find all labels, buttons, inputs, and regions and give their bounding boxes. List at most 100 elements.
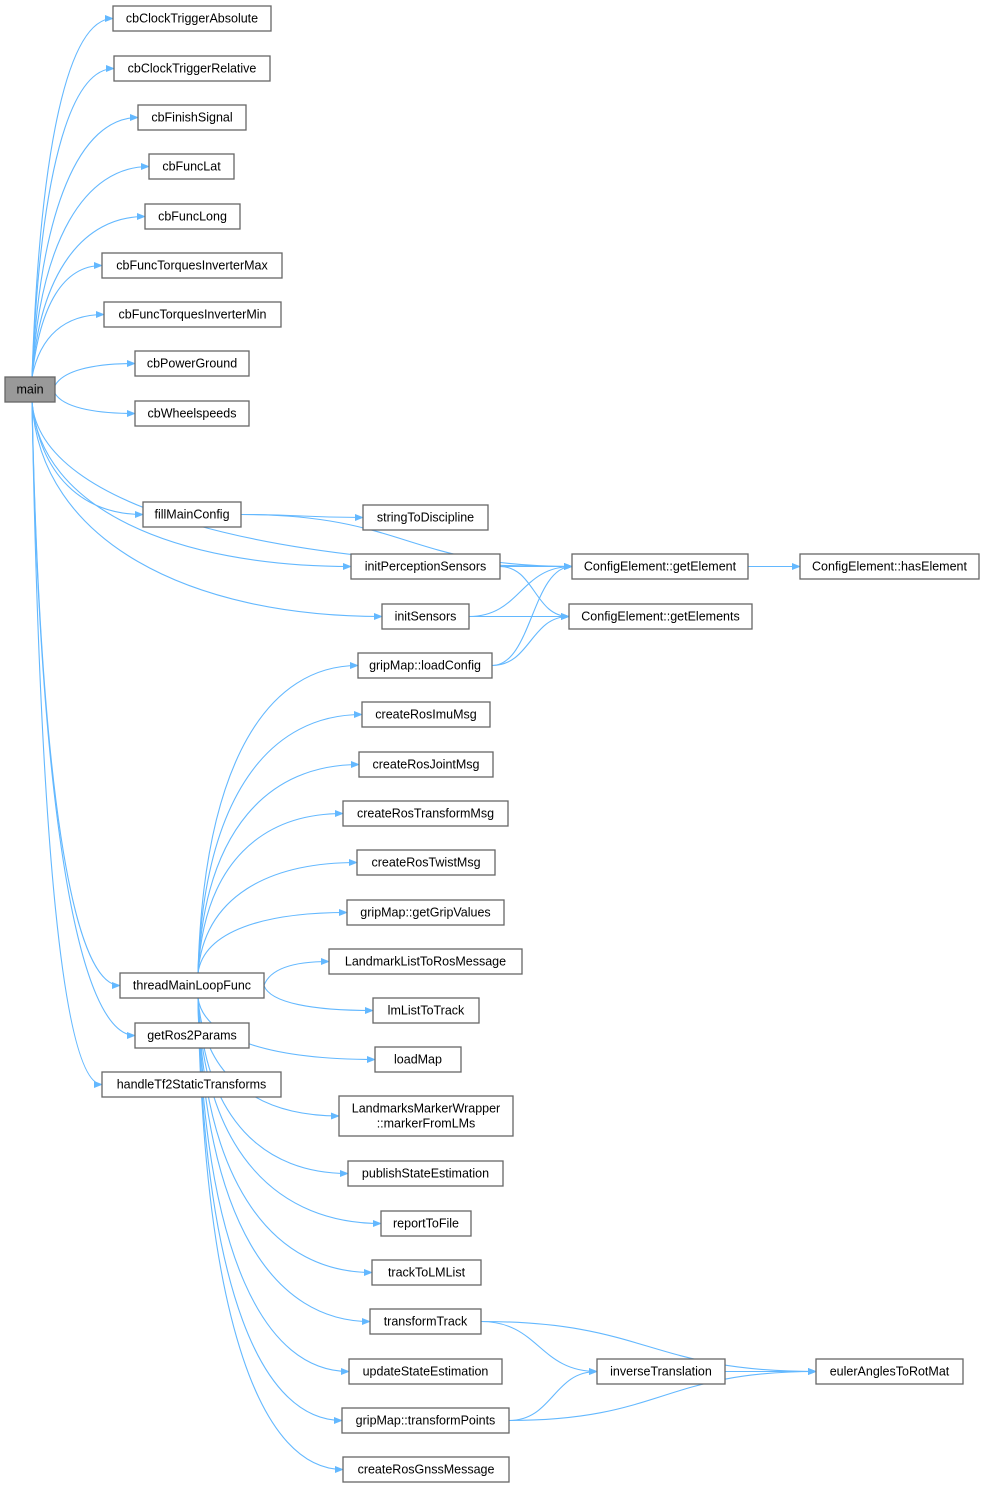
- node-label: cbClockTriggerAbsolute: [126, 12, 258, 26]
- node-createRosImuMsg[interactable]: createRosImuMsg: [361, 701, 491, 728]
- node-initPerceptionSensors[interactable]: initPerceptionSensors: [350, 553, 501, 580]
- node-label: fillMainConfig: [154, 508, 229, 522]
- edge-threadMainLoopFunc-to-loadConfig: [197, 661, 359, 974]
- edge-main-to-cbClockTriggerAbsolute: [31, 14, 114, 378]
- node-label: lmListToTrack: [388, 1004, 465, 1018]
- node-box: [103, 301, 282, 328]
- node-label: getRos2Params: [147, 1029, 237, 1043]
- node-label: cbFuncLat: [162, 160, 221, 174]
- node-transformPoints[interactable]: gripMap::transformPoints: [341, 1407, 510, 1434]
- node-box: [347, 1160, 504, 1187]
- node-reportToFile[interactable]: reportToFile: [380, 1210, 472, 1237]
- node-hasElement[interactable]: ConfigElement::hasElement: [799, 553, 980, 580]
- edge-threadMainLoopFunc-to-loadMap: [197, 997, 376, 1064]
- node-eulerAnglesToRotMat[interactable]: eulerAnglesToRotMat: [815, 1358, 964, 1385]
- node-getElements[interactable]: ConfigElement::getElements: [568, 603, 753, 630]
- edge-threadMainLoopFunc-to-trackToLMList: [197, 997, 373, 1277]
- edge-fillMainConfig-to-getElement: [240, 513, 573, 571]
- edge-main-to-cbFuncTorquesInverterMax: [31, 261, 103, 378]
- node-label: loadMap: [394, 1053, 442, 1067]
- node-cbFinishSignal[interactable]: cbFinishSignal: [137, 104, 247, 131]
- node-loadConfig[interactable]: gripMap::loadConfig: [357, 652, 493, 679]
- node-main[interactable]: main: [4, 376, 56, 403]
- node-updateStateEstimation[interactable]: updateStateEstimation: [348, 1358, 503, 1385]
- node-initSensors[interactable]: initSensors: [381, 603, 470, 630]
- node-markerFromLMs[interactable]: LandmarksMarkerWrapper::markerFromLMs: [338, 1095, 514, 1137]
- node-box: [357, 652, 493, 679]
- node-box: [112, 5, 272, 32]
- node-label: LandmarksMarkerWrapper: [352, 1102, 500, 1116]
- node-stringToDiscipline[interactable]: stringToDiscipline: [362, 504, 489, 531]
- node-label: createRosImuMsg: [375, 708, 476, 722]
- edge-threadMainLoopFunc-to-createRosImuMsg: [197, 710, 363, 974]
- node-cbPowerGround[interactable]: cbPowerGround: [134, 350, 250, 377]
- node-box: [148, 153, 235, 180]
- node-label: trackToLMList: [388, 1266, 466, 1280]
- node-label: cbFuncTorquesInverterMax: [116, 259, 268, 273]
- node-cbFuncTorquesInverterMax[interactable]: cbFuncTorquesInverterMax: [101, 252, 283, 279]
- node-loadMap[interactable]: loadMap: [374, 1046, 462, 1073]
- node-cbClockTriggerAbsolute[interactable]: cbClockTriggerAbsolute: [112, 5, 272, 32]
- node-inverseTranslation[interactable]: inverseTranslation: [596, 1358, 726, 1385]
- node-getGripValues[interactable]: gripMap::getGripValues: [346, 899, 505, 926]
- edge-main-to-cbFuncTorquesInverterMin: [31, 310, 105, 378]
- node-label: createRosGnssMessage: [358, 1463, 495, 1477]
- node-createRosGnssMessage[interactable]: createRosGnssMessage: [342, 1456, 510, 1483]
- node-lmListToTrack[interactable]: lmListToTrack: [372, 997, 480, 1024]
- node-cbFuncTorquesInverterMin[interactable]: cbFuncTorquesInverterMin: [103, 301, 282, 328]
- node-cbWheelspeeds[interactable]: cbWheelspeeds: [134, 400, 250, 427]
- node-createRosJointMsg[interactable]: createRosJointMsg: [358, 751, 494, 778]
- node-createRosTwistMsg[interactable]: createRosTwistMsg: [356, 849, 496, 876]
- edge-transformPoints-to-eulerAnglesToRotMat: [508, 1367, 817, 1422]
- node-box: [137, 104, 247, 131]
- node-label: gripMap::getGripValues: [360, 906, 490, 920]
- node-getElement[interactable]: ConfigElement::getElement: [571, 553, 749, 580]
- node-label: cbPowerGround: [147, 357, 237, 371]
- node-box: [369, 1308, 482, 1335]
- edge-threadMainLoopFunc-to-lmListToTrack: [263, 985, 374, 1015]
- node-box: [362, 504, 489, 531]
- node-publishStateEstimation[interactable]: publishStateEstimation: [347, 1160, 504, 1187]
- node-label: cbFuncLong: [158, 210, 227, 224]
- edge-main-to-fillMainConfig: [31, 401, 144, 519]
- node-label: publishStateEstimation: [362, 1167, 489, 1181]
- node-cbFuncLat[interactable]: cbFuncLat: [148, 153, 235, 180]
- node-createRosTransformMsg[interactable]: createRosTransformMsg: [342, 800, 509, 827]
- node-box: [113, 55, 271, 82]
- node-box: [358, 751, 494, 778]
- node-handleTf2StaticTransforms[interactable]: handleTf2StaticTransforms: [101, 1071, 282, 1098]
- node-label: reportToFile: [393, 1217, 459, 1231]
- edge-threadMainLoopFunc-to-updateStateEstimation: [197, 997, 350, 1376]
- node-transformTrack[interactable]: transformTrack: [369, 1308, 482, 1335]
- node-box: [328, 948, 523, 975]
- node-label: cbFinishSignal: [151, 111, 232, 125]
- edge-main-to-cbFuncLat: [31, 162, 150, 378]
- edge-threadMainLoopFunc-to-createRosJointMsg: [197, 760, 360, 974]
- edge-main-to-cbClockTriggerRelative: [31, 64, 115, 378]
- node-getRos2Params[interactable]: getRos2Params: [134, 1022, 250, 1049]
- node-box: [350, 553, 501, 580]
- edge-threadMainLoopFunc-to-reportToFile: [197, 997, 382, 1228]
- node-cbFuncLong[interactable]: cbFuncLong: [144, 203, 241, 230]
- edge-threadMainLoopFunc-to-getGripValues: [197, 908, 348, 974]
- node-label: initPerceptionSensors: [365, 560, 487, 574]
- node-label: ConfigElement::hasElement: [812, 560, 967, 574]
- node-box: [571, 553, 749, 580]
- node-trackToLMList[interactable]: trackToLMList: [371, 1259, 482, 1286]
- node-threadMainLoopFunc[interactable]: threadMainLoopFunc: [119, 972, 265, 999]
- node-box: [348, 1358, 503, 1385]
- node-label: inverseTranslation: [610, 1365, 712, 1379]
- edge-loadConfig-to-getElements: [491, 612, 570, 667]
- node-label: ConfigElement::getElements: [581, 610, 739, 624]
- node-label: createRosJointMsg: [373, 758, 480, 772]
- node-box: [374, 1046, 462, 1073]
- node-fillMainConfig[interactable]: fillMainConfig: [142, 501, 242, 528]
- node-box: [342, 800, 509, 827]
- edge-threadMainLoopFunc-to-createRosTwistMsg: [197, 858, 358, 974]
- node-label: transformTrack: [384, 1315, 468, 1329]
- node-box: [142, 501, 242, 528]
- node-LandmarkListToRosMessage[interactable]: LandmarkListToRosMessage: [328, 948, 523, 975]
- node-label: createRosTwistMsg: [371, 856, 480, 870]
- node-cbClockTriggerRelative[interactable]: cbClockTriggerRelative: [113, 55, 271, 82]
- edge-initPerceptionSensors-to-getElements: [499, 565, 570, 621]
